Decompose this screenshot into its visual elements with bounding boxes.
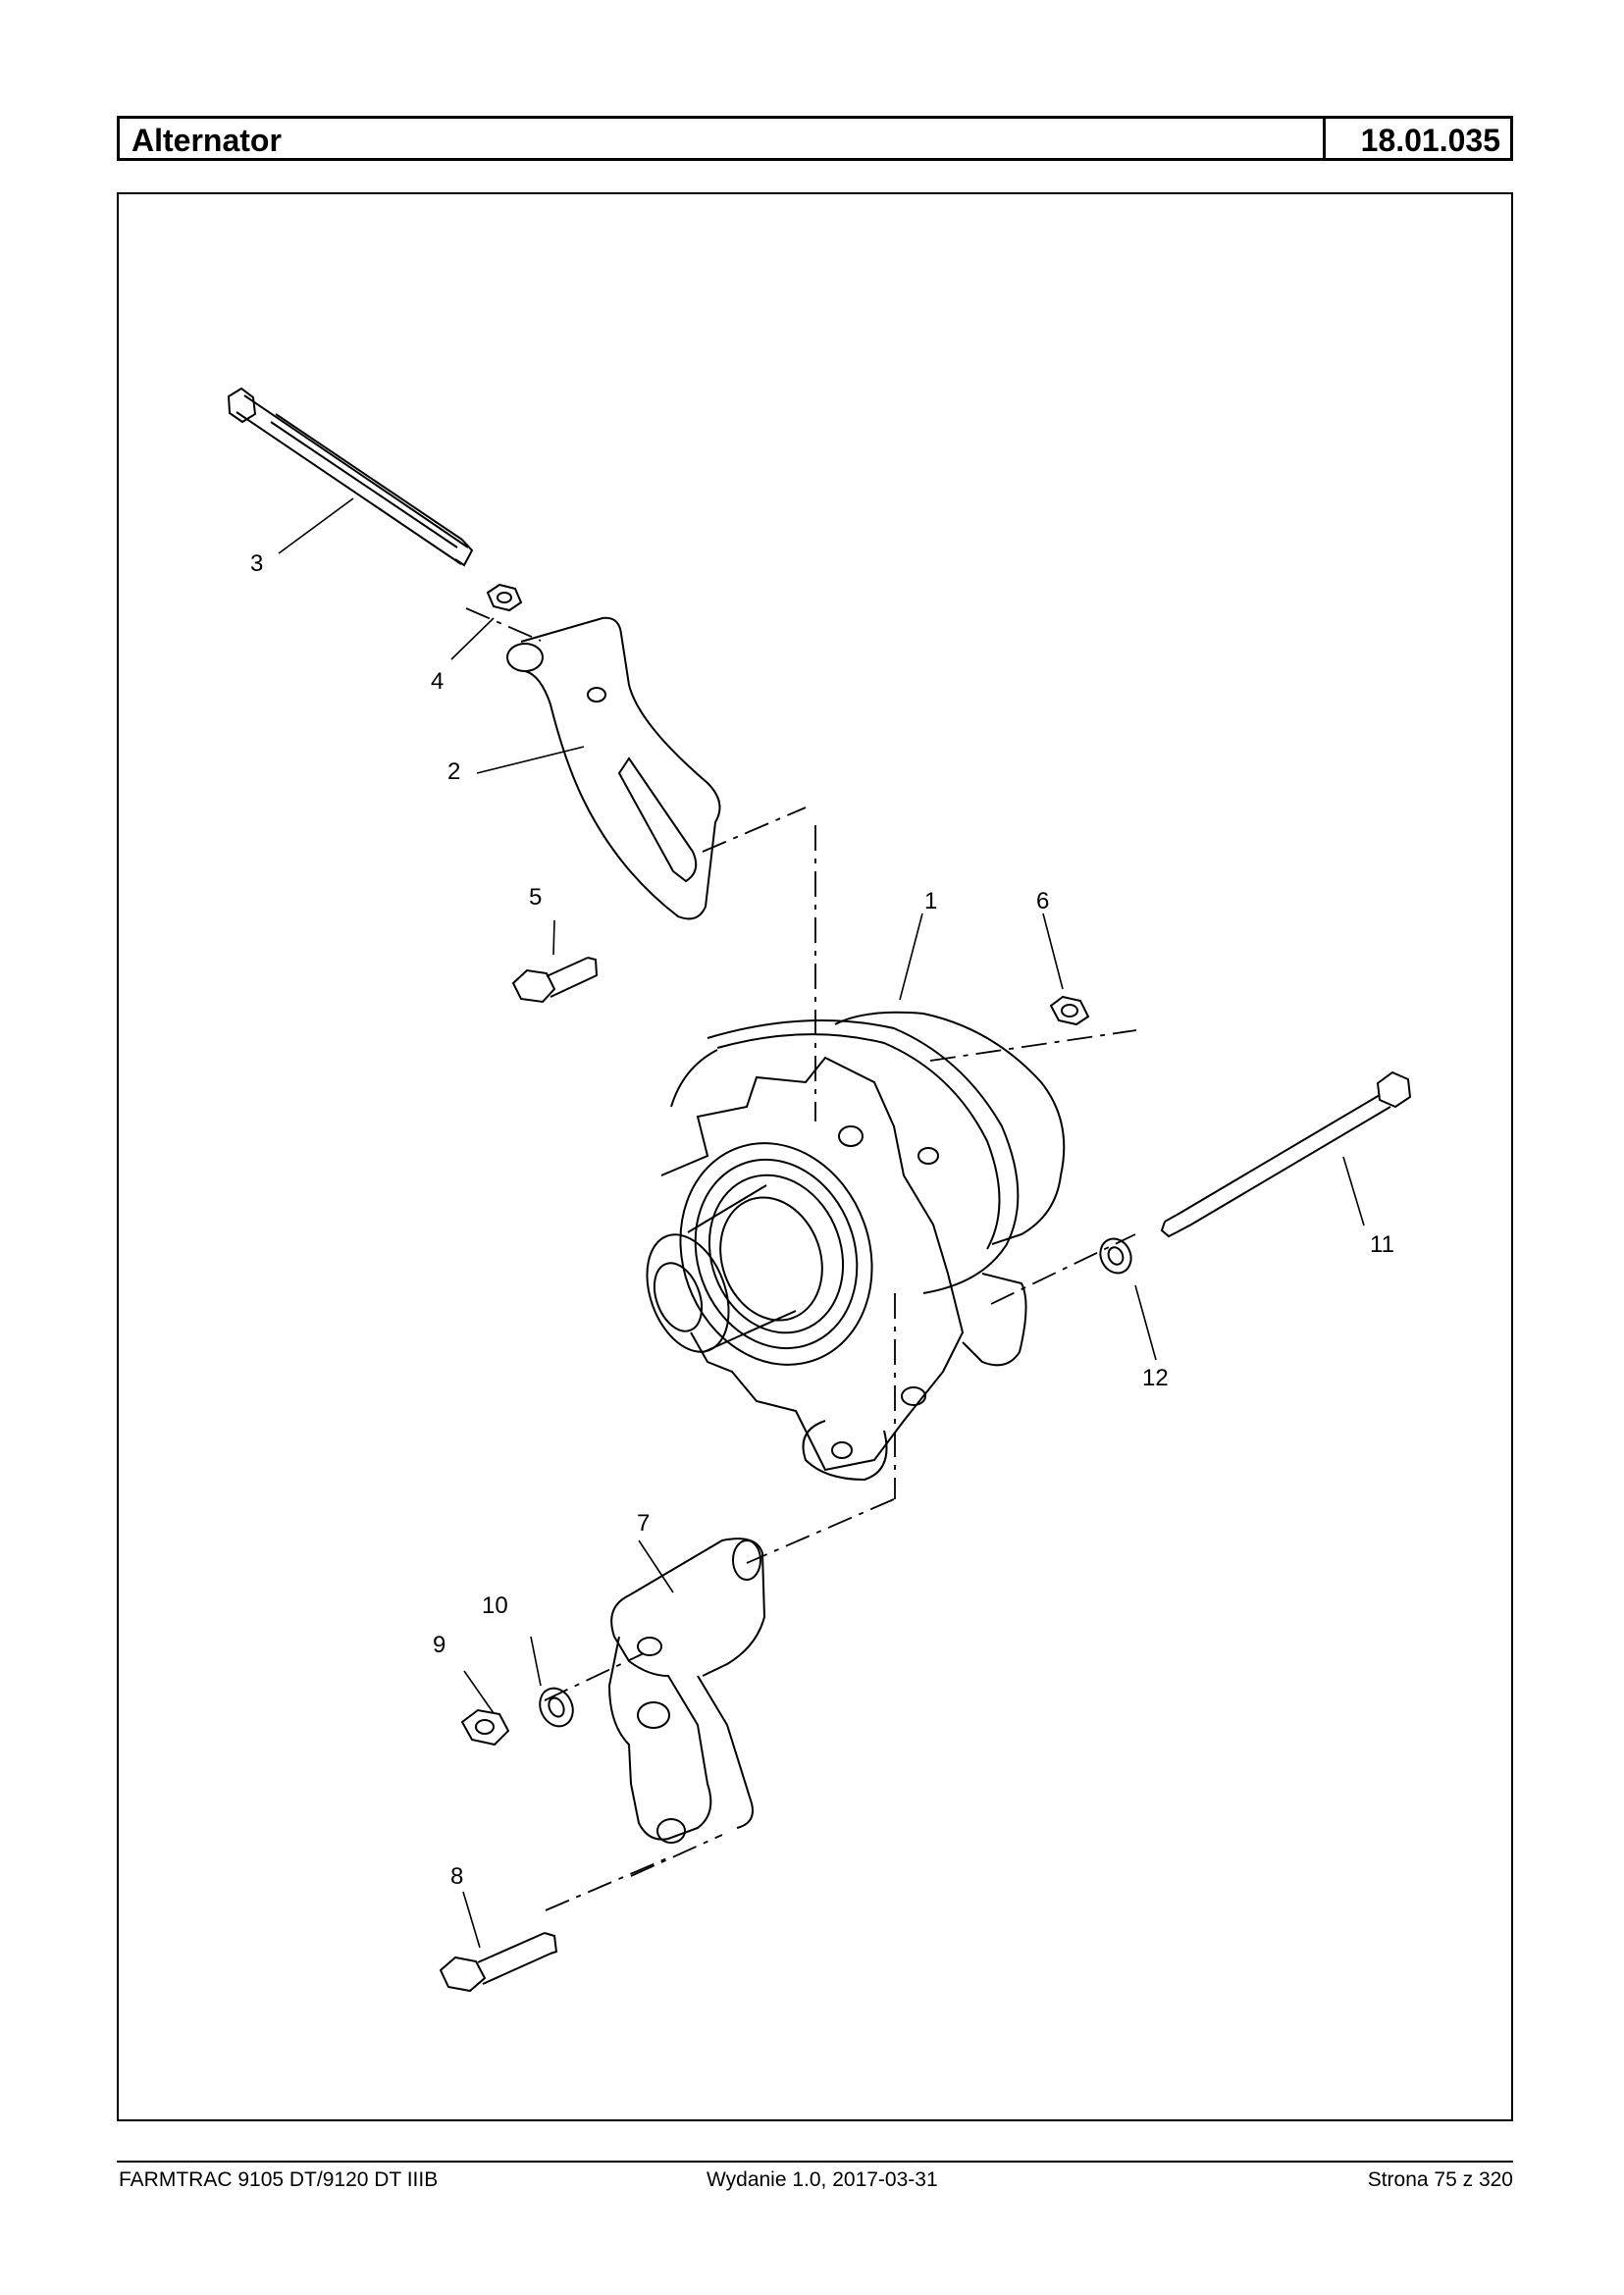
callout-1: 1 — [924, 888, 937, 914]
callout-6: 6 — [1036, 888, 1049, 914]
callout-2: 2 — [447, 758, 460, 785]
part-8-bolt — [439, 1932, 558, 1993]
part-1-alternator — [646, 1011, 1066, 1482]
callout-numbers: 1 2 3 4 5 6 7 8 9 10 11 12 — [250, 550, 1394, 1890]
part-7-bracket — [607, 1538, 766, 1844]
footer-model: FARMTRAC 9105 DT/9120 DT IIIB — [119, 2168, 439, 2191]
callout-4: 4 — [431, 668, 444, 695]
callout-11: 11 — [1370, 1231, 1394, 1258]
page-title: Alternator — [131, 123, 282, 158]
part-11-long-bolt — [1160, 1070, 1412, 1238]
callout-12: 12 — [1142, 1365, 1169, 1391]
callout-8: 8 — [450, 1863, 463, 1890]
header-divider — [1323, 119, 1326, 158]
part-5-bolt — [511, 957, 599, 1004]
footer-page-number: Strona 75 z 320 — [1367, 2168, 1513, 2191]
diagram-frame: 1 2 3 4 5 6 7 8 9 10 11 12 — [117, 192, 1513, 2121]
page-header: Alternator 18.01.035 — [117, 116, 1513, 161]
callout-3: 3 — [250, 550, 263, 577]
part-3-long-bolt — [227, 387, 474, 567]
part-12-washer — [1099, 1237, 1132, 1275]
footer-edition: Wydanie 1.0, 2017-03-31 — [707, 2168, 938, 2191]
callout-5: 5 — [529, 884, 542, 911]
section-code: 18.01.035 — [1360, 123, 1500, 158]
callout-9: 9 — [433, 1632, 445, 1658]
part-9-nut — [460, 1708, 510, 1747]
assembly-axes — [465, 607, 1137, 1911]
part-4-nut — [486, 583, 523, 612]
part-2-bracket — [506, 616, 721, 920]
footer-rule — [117, 2161, 1513, 2163]
callout-7: 7 — [637, 1510, 650, 1537]
exploded-parts-diagram: 1 2 3 4 5 6 7 8 9 10 11 12 — [227, 387, 1412, 1993]
part-10-washer — [539, 1687, 574, 1728]
part-6-nut — [1049, 995, 1090, 1026]
callout-10: 10 — [482, 1592, 508, 1619]
leader-lines — [278, 497, 1365, 1949]
